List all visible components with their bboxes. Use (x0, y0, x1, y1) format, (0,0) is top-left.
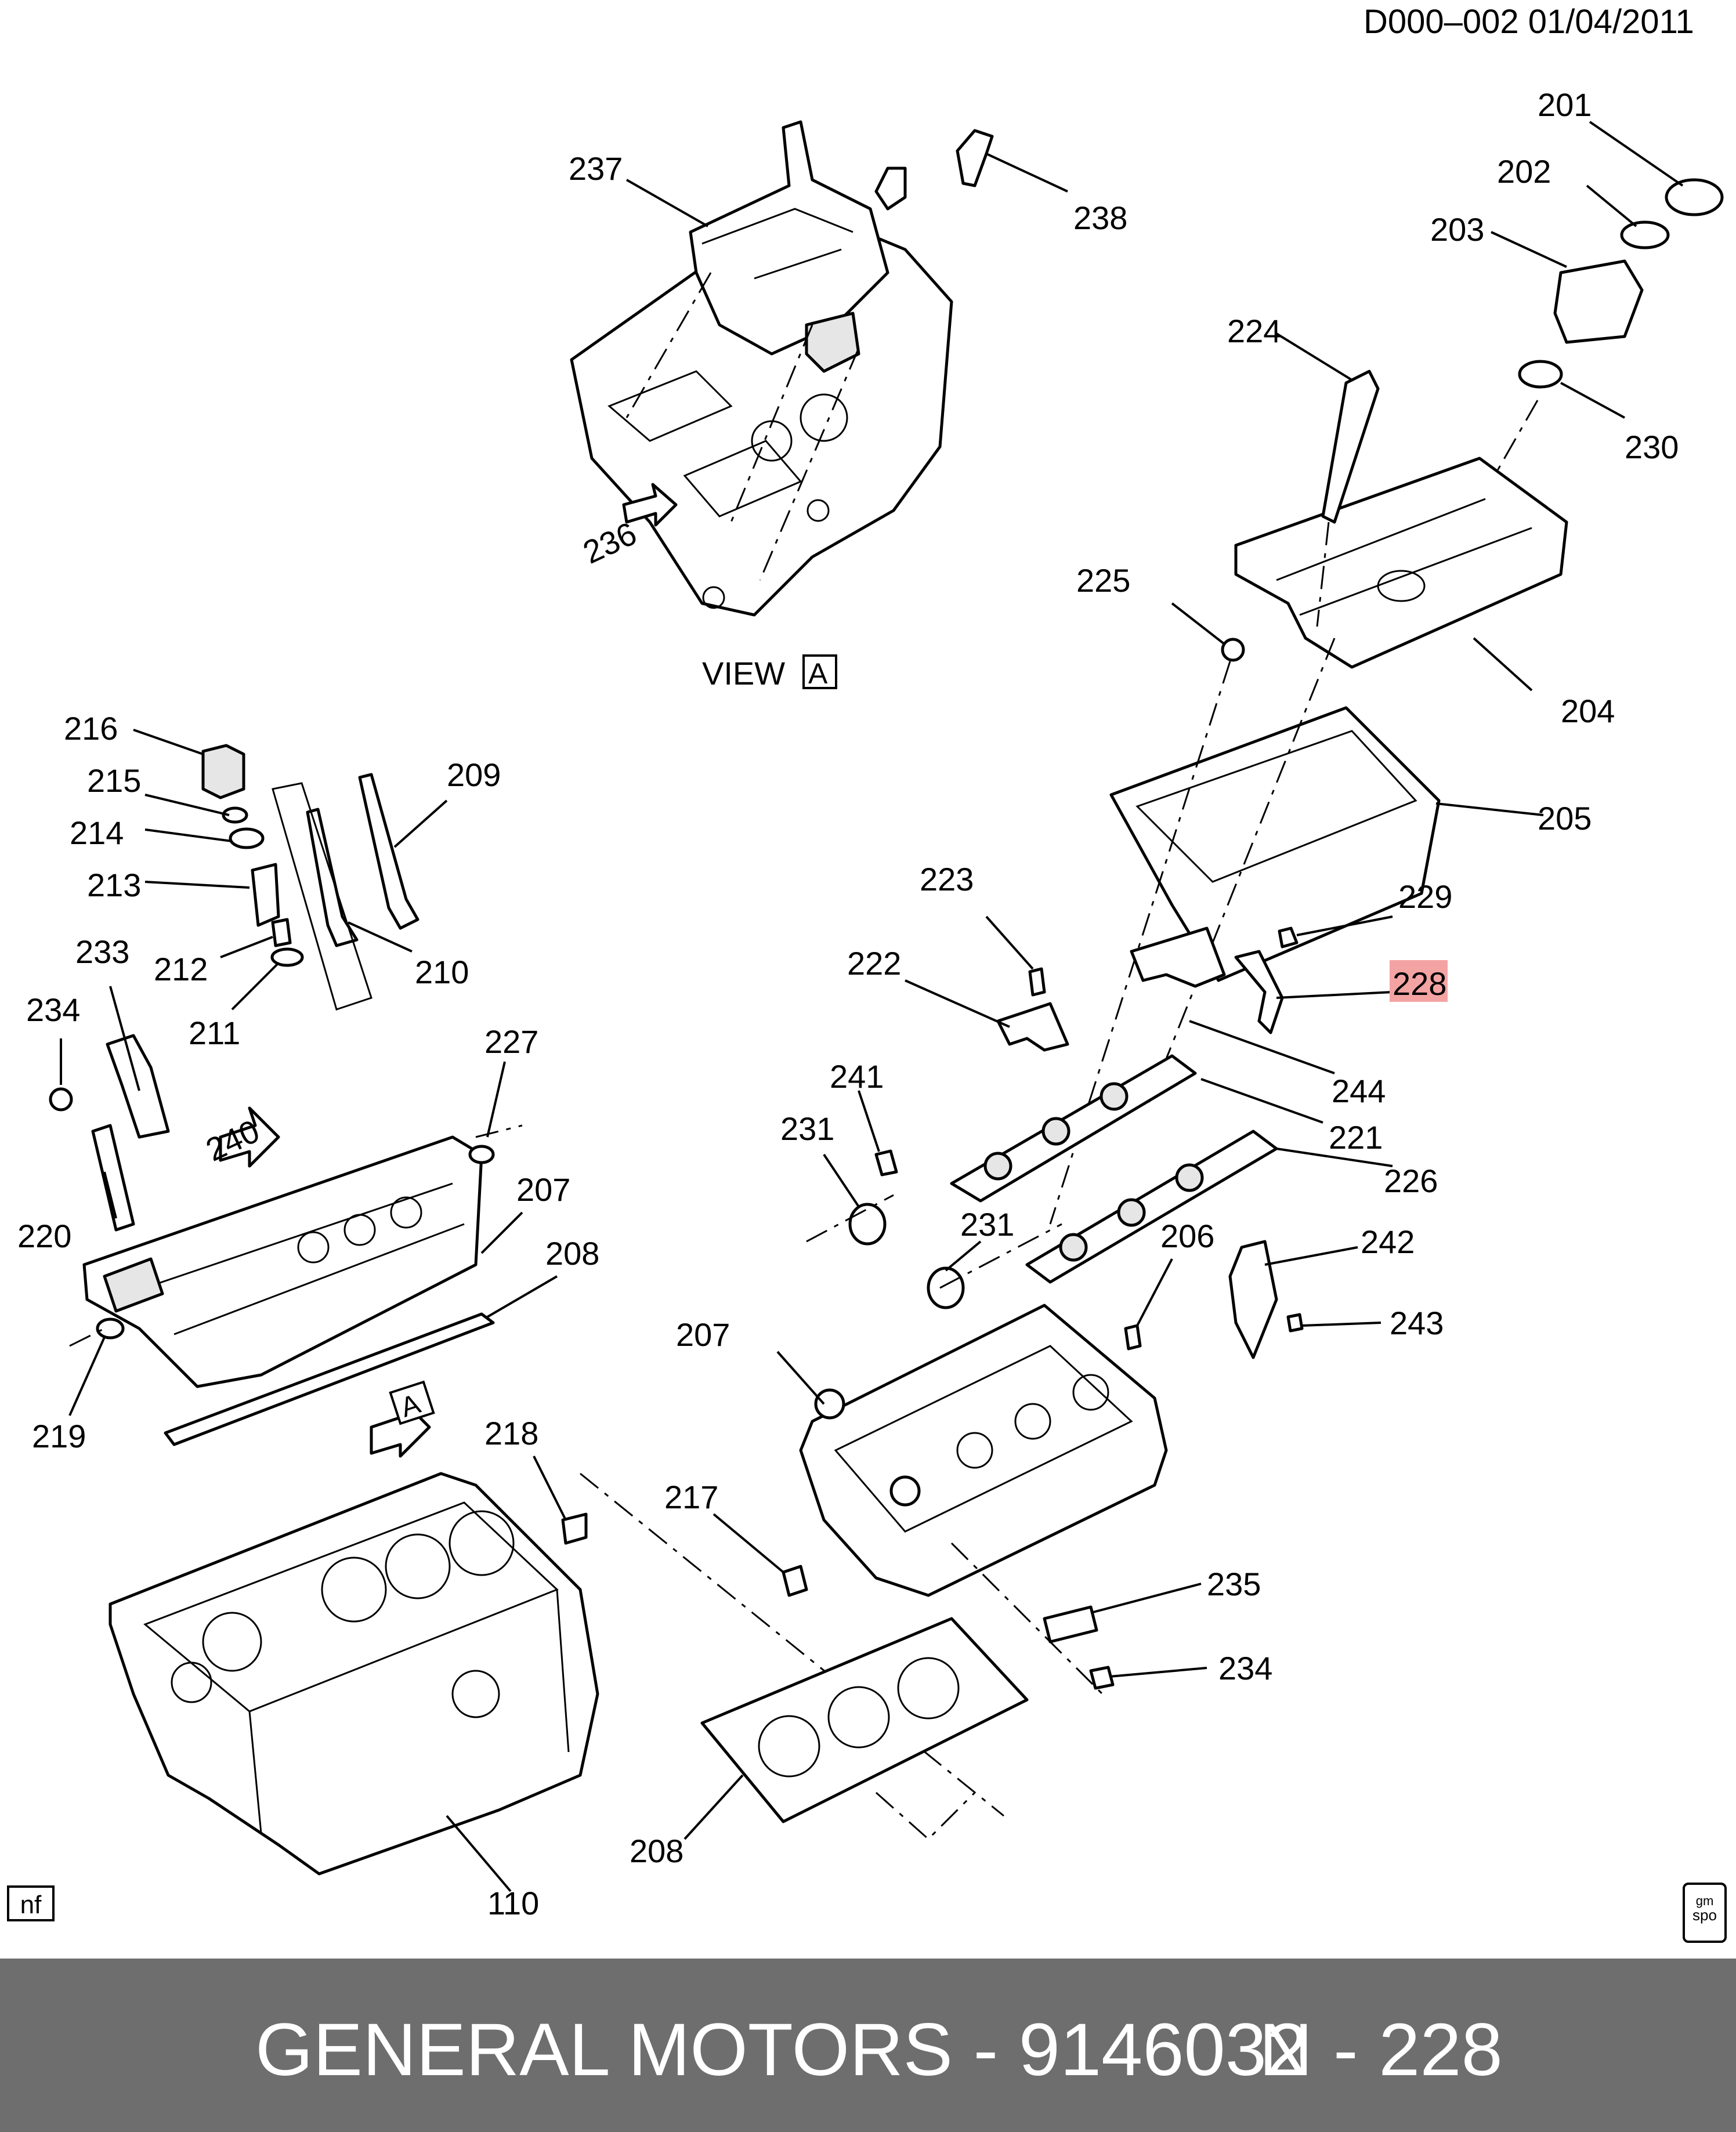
footer-callout-reference: N - 228 (1259, 2008, 1503, 2091)
callout-227: 227 (484, 1023, 538, 1060)
callout-203: 203 (1430, 211, 1484, 248)
callout-225: 225 (1076, 562, 1130, 599)
callout-237: 237 (569, 150, 623, 187)
callout-209: 209 (447, 756, 501, 793)
callout-224: 224 (1227, 313, 1281, 349)
callout-110: 110 (487, 1885, 539, 1921)
callout-234b: 234 (1218, 1650, 1272, 1686)
gm-spo-logo-bottom: spo (1692, 1906, 1717, 1924)
callout-226: 226 (1384, 1163, 1438, 1199)
bearing-caps (782, 926, 1304, 1695)
arrow-a-marker: A (389, 1380, 435, 1425)
callout-234a: 234 (26, 991, 80, 1028)
callout-212: 212 (154, 951, 208, 987)
left-cylinder-head (49, 1034, 523, 1446)
callout-219: 219 (32, 1418, 86, 1454)
callout-228-highlight (1390, 960, 1448, 1002)
callout-202: 202 (1497, 153, 1551, 190)
callout-238: 238 (1073, 200, 1127, 236)
callout-211: 211 (189, 1015, 240, 1051)
callout-236: 236 (577, 515, 642, 571)
callout-214: 214 (70, 815, 124, 851)
callout-230: 230 (1625, 429, 1679, 465)
view-a-block-detail (570, 120, 994, 617)
camshafts (950, 1054, 1278, 1284)
valve-cover (1049, 370, 1568, 1225)
view-a-caption: VIEW A (702, 654, 837, 692)
callout-218: 218 (484, 1415, 538, 1452)
gm-spo-logo: gm spo (1683, 1883, 1727, 1943)
callout-205: 205 (1538, 800, 1592, 837)
callout-244: 244 (1332, 1073, 1386, 1109)
callout-231b: 231 (960, 1206, 1014, 1243)
callout-206: 206 (1160, 1218, 1214, 1254)
engine-block (108, 1396, 599, 1876)
callout-208b: 208 (630, 1833, 683, 1869)
callout-242: 242 (1361, 1224, 1415, 1260)
callout-208a: 208 (545, 1235, 599, 1272)
callout-221: 221 (1329, 1119, 1383, 1156)
nf-badge: nf (7, 1885, 55, 1921)
footer-brand-part-number: GENERAL MOTORS - 9146032 (255, 2008, 1308, 2091)
callout-223: 223 (920, 861, 974, 897)
right-head-gasket (700, 1617, 1029, 1841)
callout-213: 213 (87, 867, 141, 903)
callout-210: 210 (415, 954, 469, 990)
callout-217: 217 (664, 1479, 718, 1515)
view-letter: A (808, 657, 828, 690)
callout-204: 204 (1561, 693, 1615, 729)
callout-222: 222 (847, 945, 901, 982)
callout-201: 201 (1538, 86, 1592, 123)
callout-231a: 231 (780, 1110, 834, 1147)
callout-216: 216 (64, 710, 118, 747)
callout-215: 215 (87, 762, 141, 799)
callout-241: 241 (830, 1058, 884, 1095)
gm-spo-logo-top: gm (1695, 1894, 1714, 1908)
valve-train-parts (201, 744, 419, 1011)
callout-243: 243 (1390, 1305, 1444, 1341)
callout-labels: 201 202 203 204 205 206 207 207 208 208 … (17, 86, 1679, 1921)
exploded-engine-diagram: 201 202 203 204 205 206 207 207 208 208 … (17, 86, 1724, 1921)
document-reference: D000–002 01/04/2011 (1364, 3, 1694, 41)
callout-207b: 207 (676, 1316, 730, 1353)
view-label: VIEW (702, 655, 785, 692)
callout-207a: 207 (516, 1171, 570, 1208)
right-cylinder-head (799, 1304, 1168, 1597)
callout-233: 233 (75, 933, 129, 970)
callout-229: 229 (1398, 878, 1452, 915)
callout-228: 228 (1393, 965, 1446, 1002)
callout-235: 235 (1207, 1566, 1261, 1602)
callout-220: 220 (17, 1218, 71, 1254)
footer-bar: GENERAL MOTORS - 9146032 N - 228 (0, 1959, 1736, 2132)
